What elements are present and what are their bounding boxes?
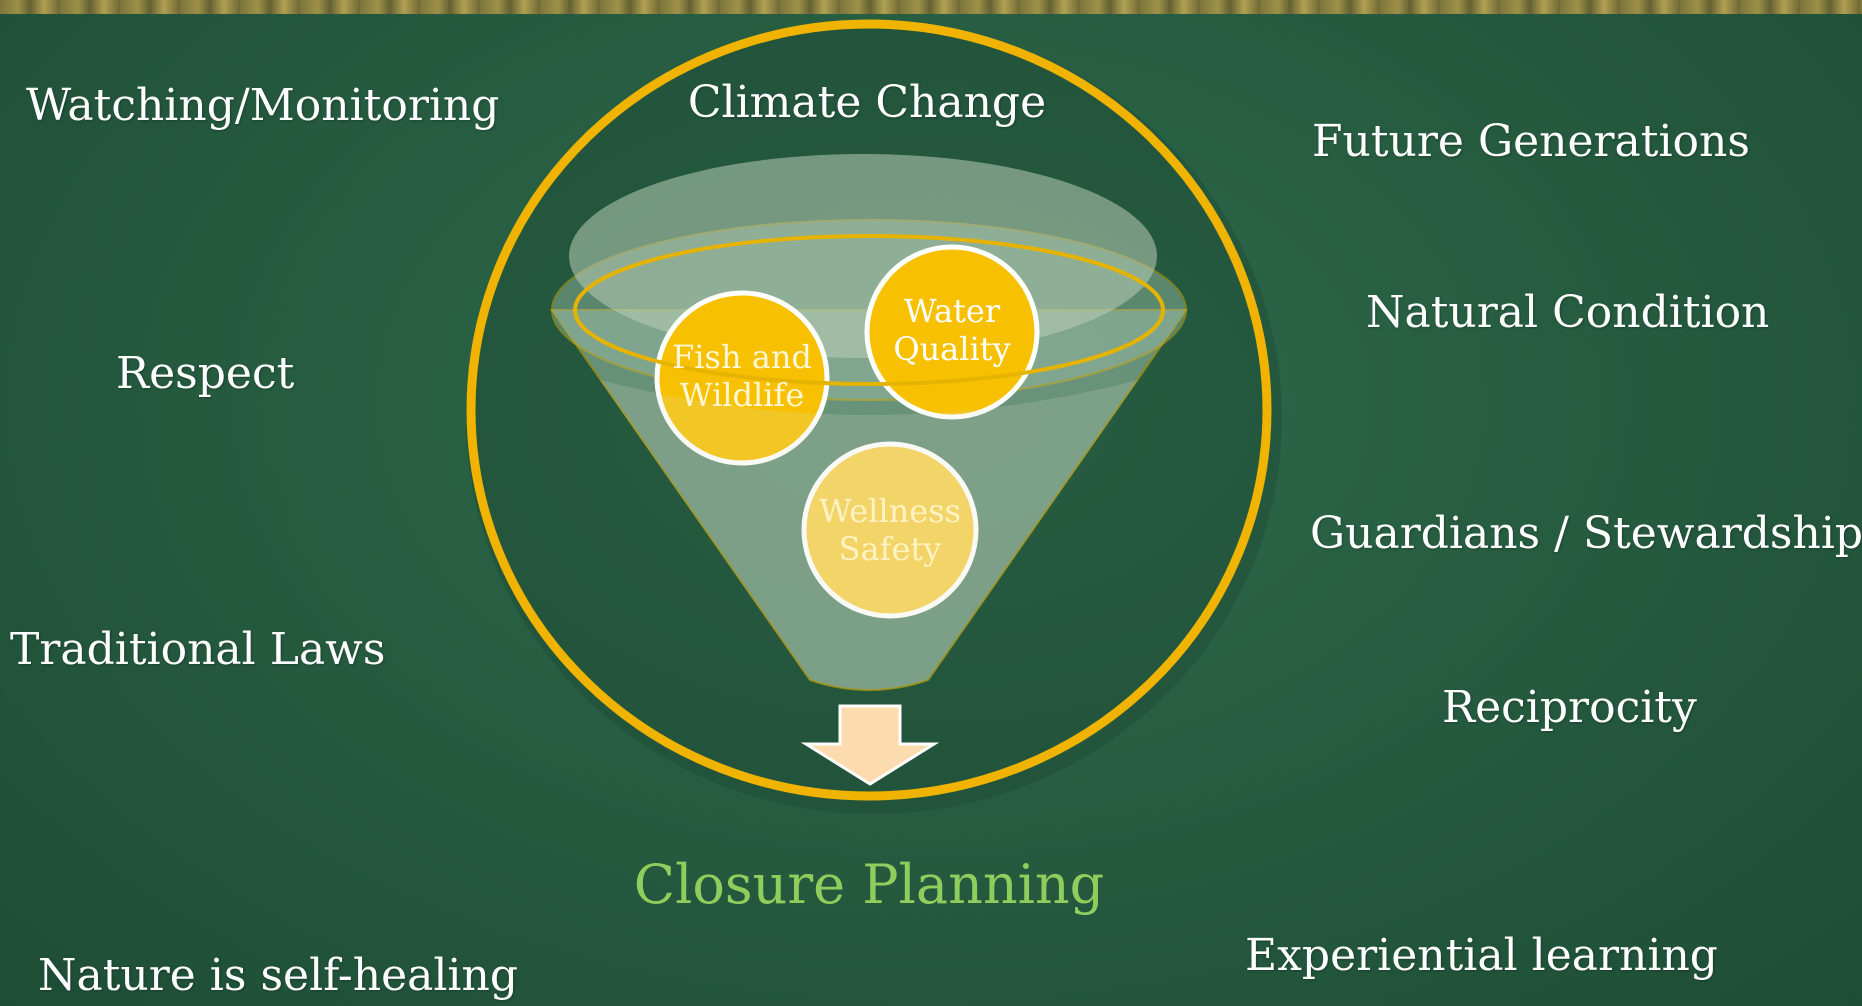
label-reciprocity: Reciprocity — [1442, 682, 1697, 733]
chalk-tray-border — [0, 0, 1862, 14]
label-natural-condition: Natural Condition — [1366, 287, 1770, 338]
circle-wellness-line2: Safety — [838, 530, 942, 568]
circle-wellness-safety — [801, 441, 979, 619]
label-traditional-laws: Traditional Laws — [10, 624, 386, 675]
outer-ring — [466, 19, 1272, 801]
circle-fish-line1: Fish and — [672, 338, 812, 376]
label-climate-change: Climate Change — [687, 77, 1047, 128]
circle-water-line2: Quality — [893, 330, 1011, 368]
label-guardians-stewardship: Guardians / Stewardship — [1310, 508, 1862, 559]
circle-water-quality-text: Water Quality — [893, 292, 1010, 368]
label-nature-self-healing: Nature is self-healing — [38, 950, 518, 1001]
circle-fish-wildlife-text: Fish and Wildlife — [672, 338, 812, 414]
circle-fish-line2: Wildlife — [679, 376, 805, 414]
funnel-lower-overlay — [600, 380, 1138, 690]
label-watching-monitoring: Watching/Monitoring — [26, 80, 500, 131]
label-future-generations: Future Generations — [1312, 116, 1750, 167]
circle-wellness-line1: Wellness — [818, 492, 962, 530]
funnel-rim-inner — [573, 234, 1165, 386]
label-experiential-learning: Experiential learning — [1245, 930, 1718, 981]
circle-water-line1: Water — [903, 292, 1001, 330]
label-closure-planning: Closure Planning — [633, 853, 1105, 916]
circle-water-quality — [864, 244, 1040, 420]
circle-wellness-safety-text: Wellness Safety — [819, 492, 961, 568]
label-respect: Respect — [116, 348, 295, 399]
down-arrow-icon — [800, 704, 940, 786]
